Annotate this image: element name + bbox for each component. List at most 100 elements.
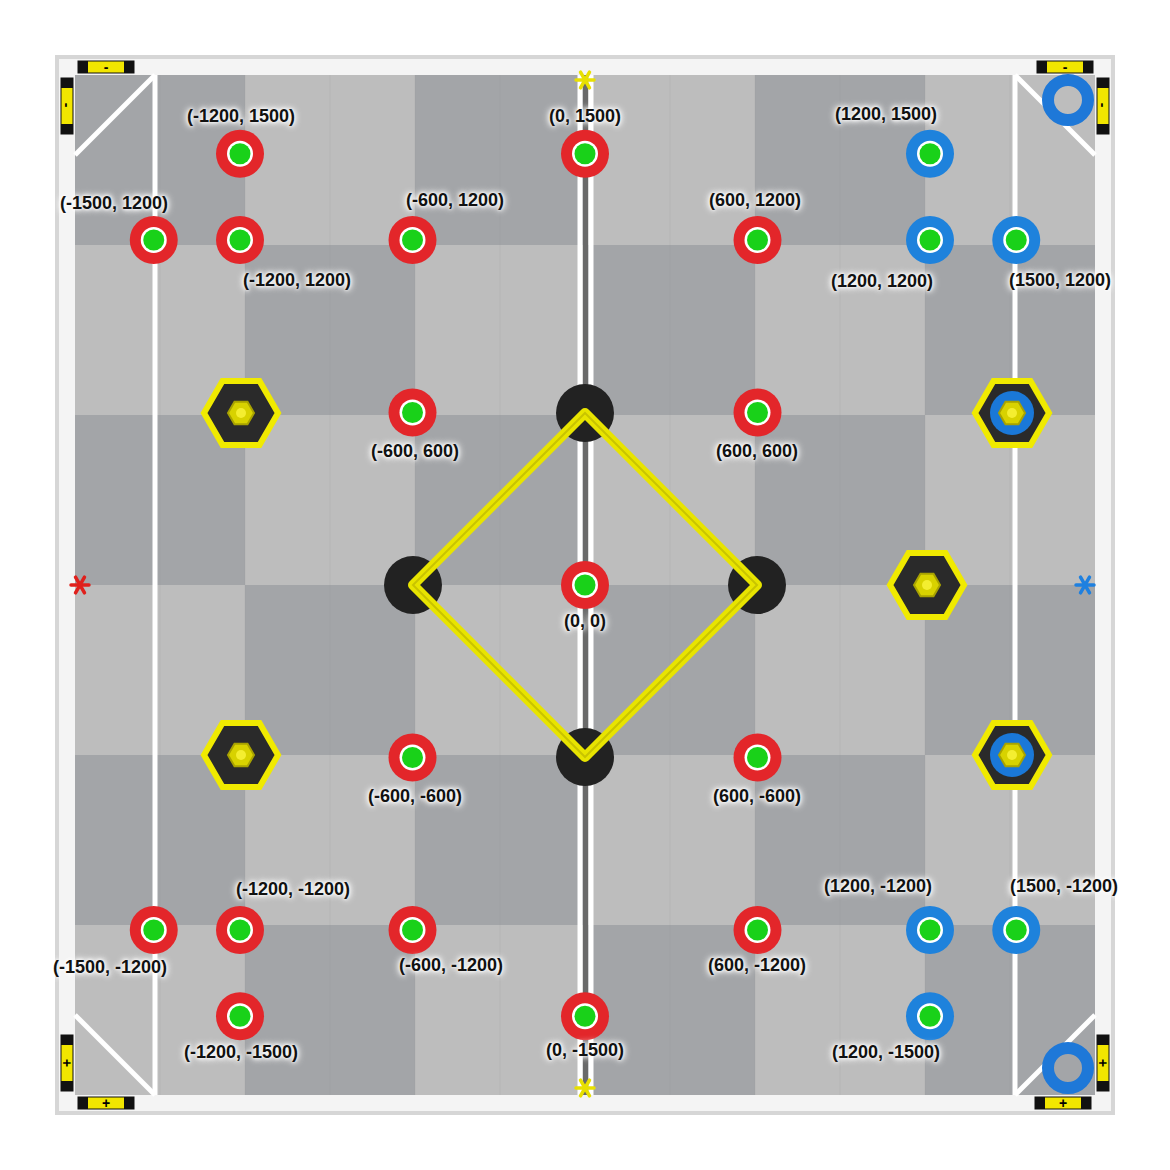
coordinate-label: (1500, -1200) — [1010, 877, 1118, 895]
coordinate-label: (1200, 1200) — [831, 272, 933, 290]
coordinate-label: (1200, -1200) — [824, 877, 932, 895]
coordinate-label: (-1200, -1500) — [184, 1043, 298, 1061]
ladder-frame-edge — [413, 413, 757, 757]
ring-hole — [141, 917, 167, 943]
goal-stake — [228, 402, 254, 425]
field-lines — [75, 75, 1095, 1095]
corner-pad — [1037, 61, 1093, 73]
star-ray — [1081, 577, 1090, 593]
ring-marker — [389, 734, 437, 782]
ring-marker — [130, 216, 178, 264]
goal-base — [890, 553, 964, 617]
pad-end — [1097, 1035, 1109, 1045]
corner-sign: + — [1059, 1096, 1067, 1110]
corner-marks — [61, 61, 1109, 1109]
ring — [216, 906, 264, 954]
position-dot — [1006, 230, 1027, 251]
ring-hole — [917, 917, 943, 943]
pad-end — [61, 78, 73, 88]
ring — [906, 992, 954, 1040]
ring-marker — [389, 906, 437, 954]
ring-marker — [906, 216, 954, 264]
goal-ring — [990, 733, 1034, 777]
pad-end — [61, 124, 73, 134]
ring — [389, 906, 437, 954]
pad-end — [1083, 61, 1093, 73]
grid-line — [500, 75, 501, 1095]
ring — [389, 389, 437, 437]
mobile-goal — [204, 381, 278, 445]
ring — [906, 216, 954, 264]
corner-sign: + — [60, 1059, 74, 1067]
position-dot — [402, 920, 423, 941]
ring — [734, 216, 782, 264]
pad-end — [1037, 61, 1047, 73]
start-star — [576, 1080, 594, 1096]
pad-end — [124, 1097, 134, 1109]
ring-hole — [745, 917, 771, 943]
ring-marker — [561, 130, 609, 178]
corner-pad — [78, 61, 134, 73]
ring — [389, 734, 437, 782]
ring-marker — [906, 130, 954, 178]
coordinate-label: (-1500, -1200) — [53, 958, 167, 976]
corner-pad — [1097, 78, 1109, 134]
coordinate-label: (1200, 1500) — [835, 105, 937, 123]
ring-hole — [572, 1003, 598, 1029]
ring — [216, 992, 264, 1040]
mobile-goal — [204, 723, 278, 787]
ring — [130, 906, 178, 954]
ring — [130, 216, 178, 264]
position-dot — [575, 143, 596, 164]
star-ray — [581, 1080, 590, 1096]
ring-hole — [745, 400, 771, 426]
ring-hole — [572, 572, 598, 598]
ring-hole — [917, 141, 943, 167]
position-dot — [230, 1006, 251, 1027]
stake-top — [236, 408, 246, 418]
goal-ring — [990, 391, 1034, 435]
ring-hole — [400, 745, 426, 771]
coordinate-label: (1500, 1200) — [1009, 271, 1111, 289]
tape-line — [75, 1015, 155, 1095]
ring-hole — [917, 227, 943, 253]
tape-line — [1015, 75, 1095, 155]
position-dot — [1006, 920, 1027, 941]
ring — [561, 130, 609, 178]
star-ray — [1081, 577, 1090, 593]
ring-marker — [216, 130, 264, 178]
pad-end — [124, 61, 134, 73]
stake-top — [1007, 750, 1017, 760]
ring — [389, 216, 437, 264]
corner-pad — [78, 1097, 134, 1109]
corner-sign: - — [1063, 60, 1068, 74]
start-star — [576, 72, 594, 88]
coordinate-label: (-1500, 1200) — [60, 194, 168, 212]
ring-marker — [216, 906, 264, 954]
ring — [992, 216, 1040, 264]
ring-marker — [734, 216, 782, 264]
goal-base — [204, 381, 278, 445]
ring-hole — [745, 745, 771, 771]
position-dot — [747, 920, 768, 941]
ring — [734, 906, 782, 954]
ring-marker — [906, 906, 954, 954]
position-dot — [143, 920, 164, 941]
coordinate-label: (600, -600) — [713, 787, 801, 805]
ring-marker — [561, 561, 609, 609]
pad-end — [1097, 78, 1109, 88]
stake-top — [236, 750, 246, 760]
ring — [734, 389, 782, 437]
coordinate-label: (-1200, 1200) — [243, 271, 351, 289]
stake-top — [922, 580, 932, 590]
position-dot — [402, 747, 423, 768]
coordinate-label: (600, 600) — [716, 442, 798, 460]
mobile-goal — [975, 381, 1049, 445]
ring-marker — [130, 906, 178, 954]
star-ray — [76, 577, 85, 593]
position-dot — [230, 920, 251, 941]
position-dot — [920, 1006, 941, 1027]
coordinate-label: (600, -1200) — [708, 956, 806, 974]
ring-marker — [216, 216, 264, 264]
ring-hole — [141, 227, 167, 253]
